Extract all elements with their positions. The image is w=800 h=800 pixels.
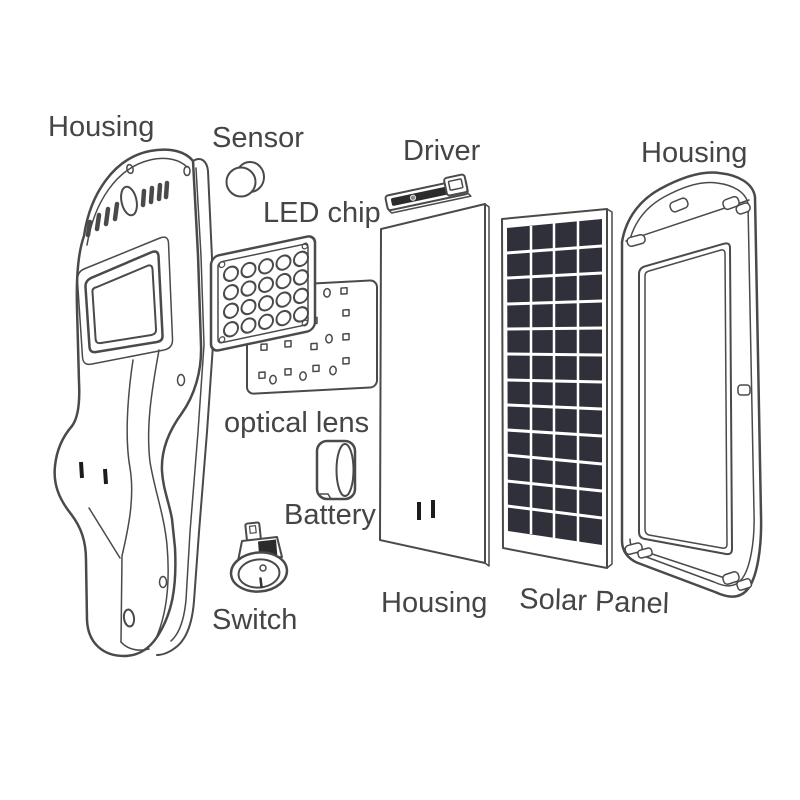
label-switch: Switch xyxy=(212,604,297,636)
sensor xyxy=(225,161,265,198)
switch-off-mark xyxy=(259,577,263,589)
mounting-clips xyxy=(624,195,753,591)
switch xyxy=(229,521,289,593)
pole-mount-hole xyxy=(122,608,136,628)
driver xyxy=(384,173,472,214)
back-housing xyxy=(620,171,763,598)
solar-grid-lines xyxy=(506,221,603,542)
cable-slots xyxy=(417,500,435,520)
label-housing-left: Housing xyxy=(48,111,154,143)
switch-terminal xyxy=(244,521,262,542)
driver-screw xyxy=(409,194,417,201)
switch-rocker xyxy=(237,558,281,589)
back-housing-recess-inner xyxy=(644,249,728,549)
solar-panel xyxy=(501,208,613,569)
back-housing-recess-outer xyxy=(638,242,733,556)
battery xyxy=(315,439,357,501)
label-optical-lens: optical lens xyxy=(224,407,369,439)
vent-slots xyxy=(85,180,170,238)
front-housing-inner-arch xyxy=(86,157,188,246)
part-labels: Housing Sensor LED chip Driver Housing o… xyxy=(48,111,747,636)
lens-window-outer xyxy=(84,250,164,354)
label-led-chip: LED chip xyxy=(263,197,381,229)
front-housing xyxy=(53,148,214,658)
middle-housing xyxy=(379,203,490,567)
label-housing-right: Housing xyxy=(641,137,747,169)
lens-bezel xyxy=(76,236,174,366)
label-battery: Battery xyxy=(284,499,376,531)
label-sensor: Sensor xyxy=(212,122,304,154)
vent-dashes xyxy=(79,461,108,485)
led-array xyxy=(223,250,309,338)
driver-connector xyxy=(443,173,469,197)
side-knob xyxy=(737,384,751,396)
housing-screw-holes xyxy=(126,163,191,589)
led-chip-board xyxy=(209,235,317,352)
label-solar-panel: Solar Panel xyxy=(519,583,670,620)
neck-contour-lines xyxy=(88,349,169,651)
label-housing-middle: Housing xyxy=(381,587,487,619)
lens-window-inner xyxy=(91,264,158,345)
sensor-window xyxy=(120,185,138,217)
front-housing-side-band xyxy=(156,158,214,656)
back-housing-inner-edge xyxy=(628,181,755,587)
switch-on-mark xyxy=(259,564,267,572)
label-driver: Driver xyxy=(403,135,481,167)
